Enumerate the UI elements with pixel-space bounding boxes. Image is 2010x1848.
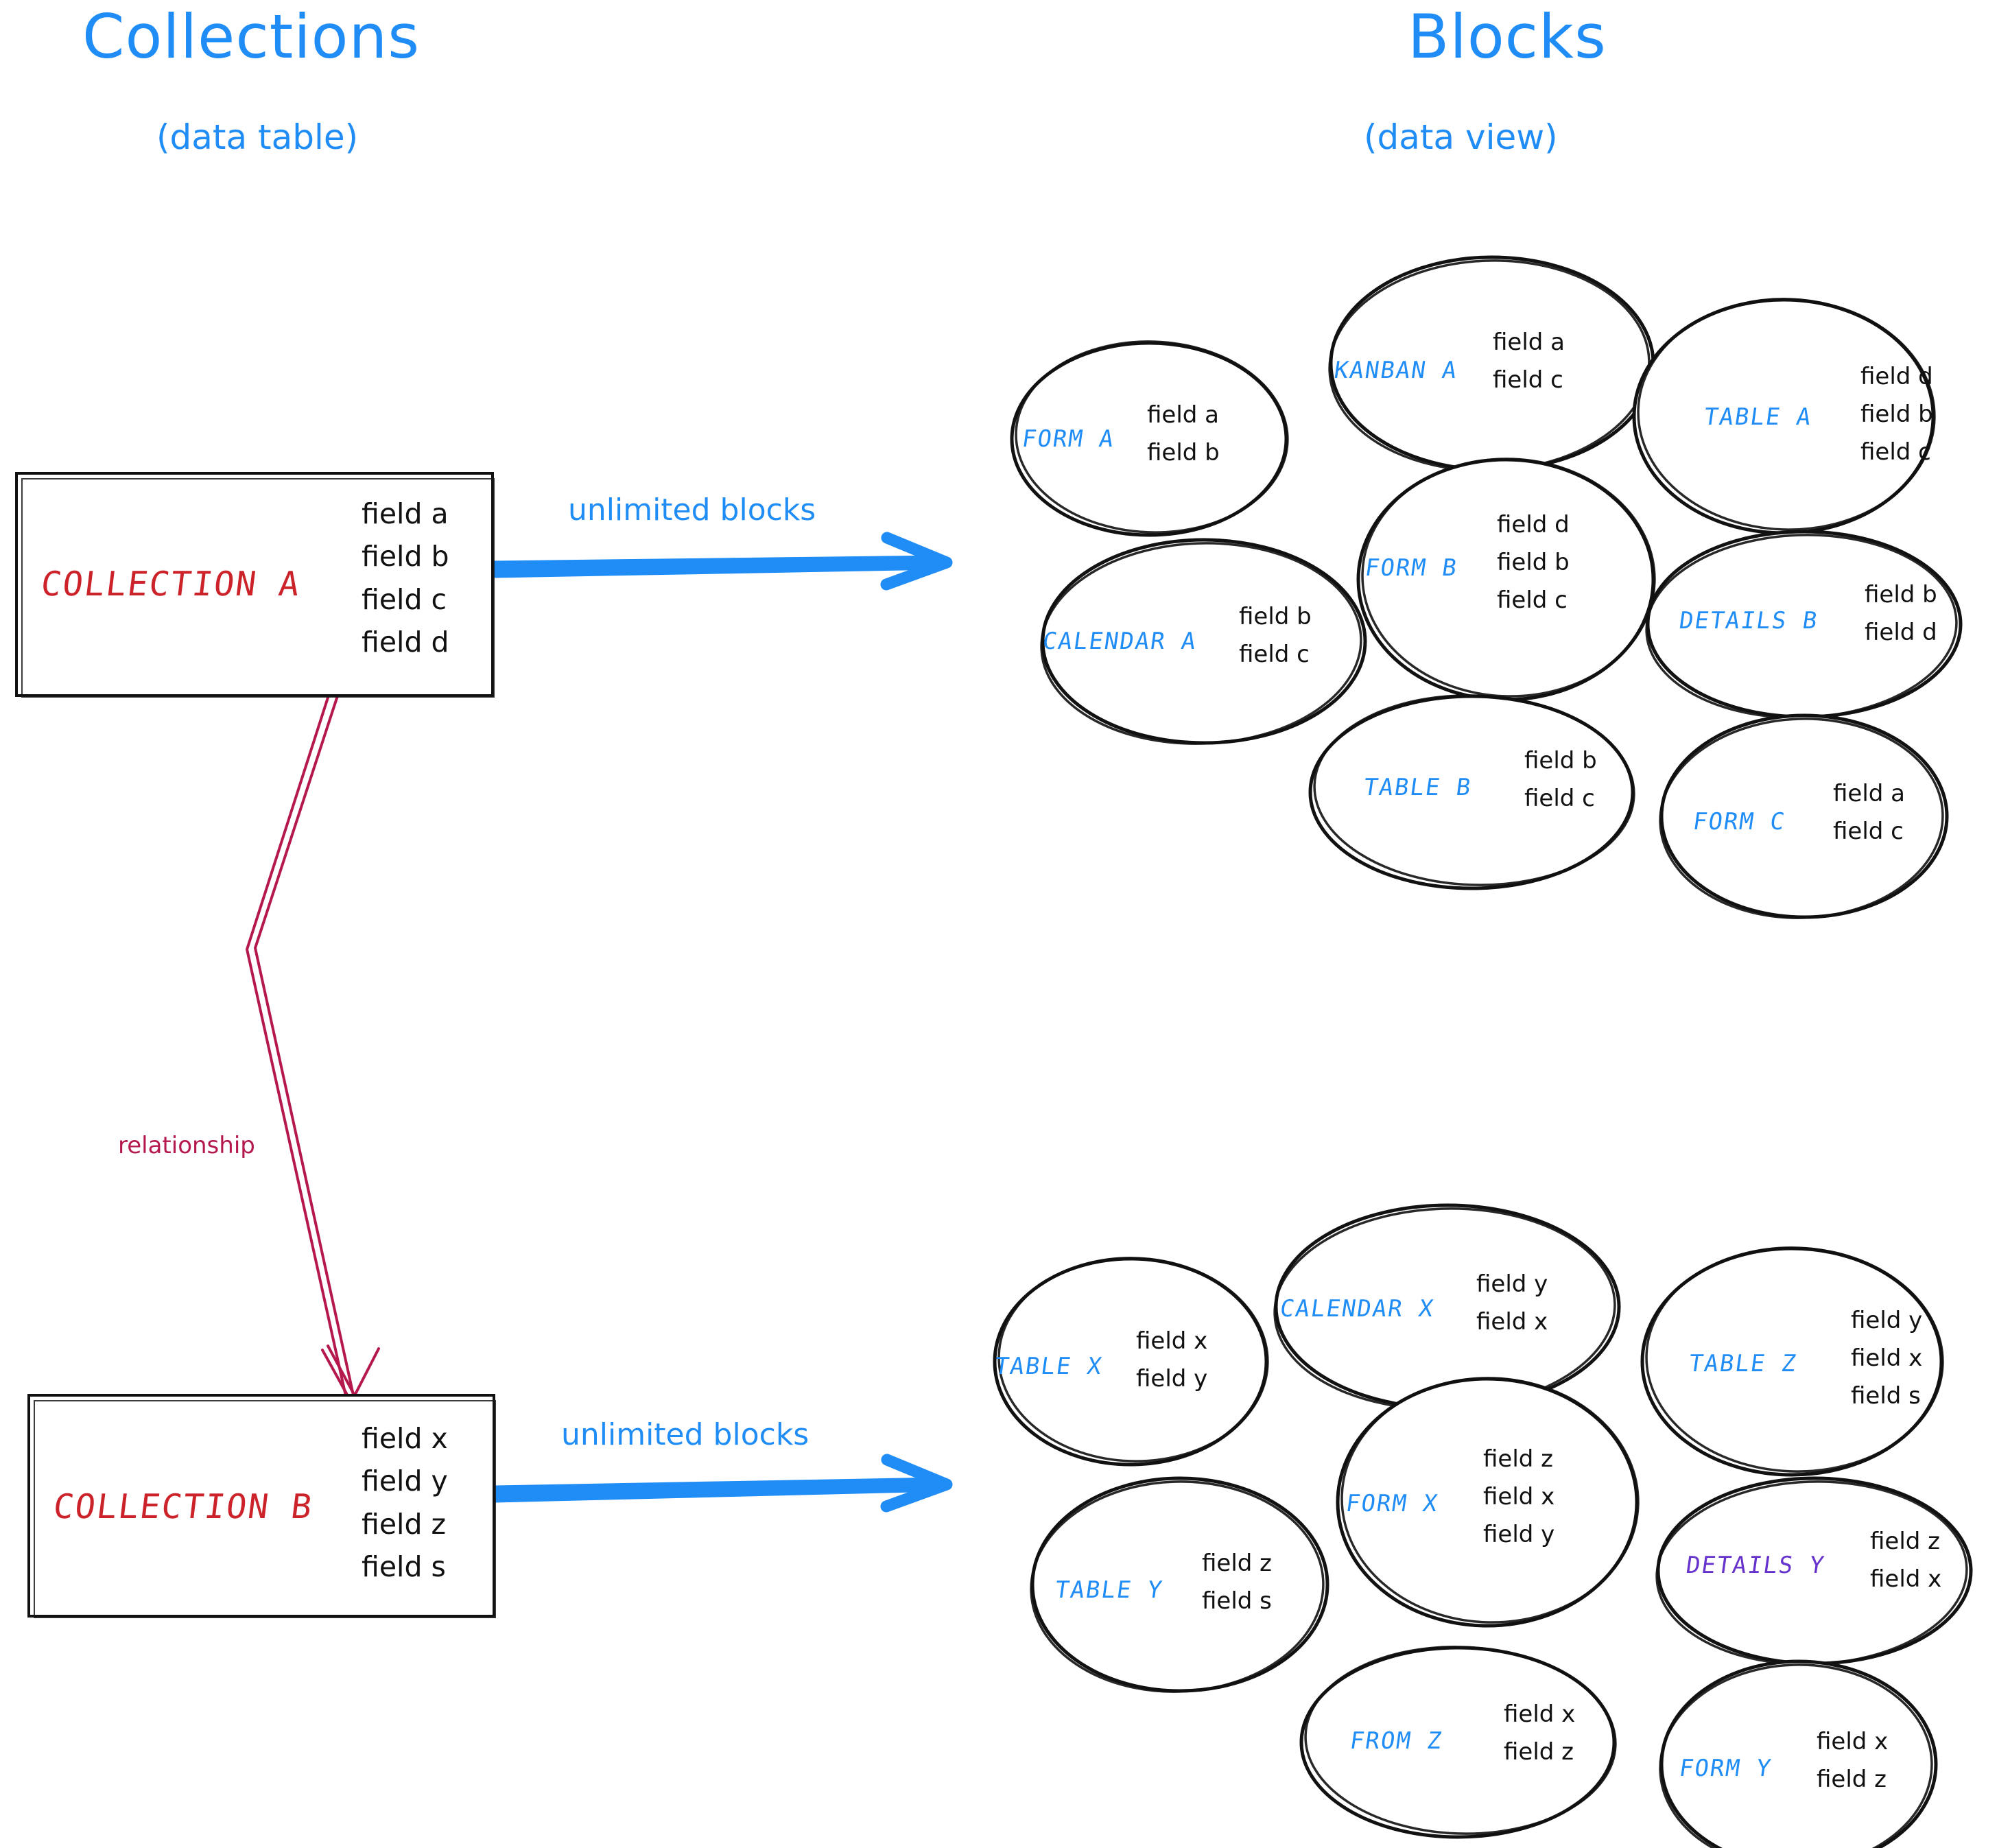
block-field: field x <box>1504 1701 1576 1728</box>
block-field: field s <box>1851 1382 1921 1410</box>
block-field: field z <box>1483 1445 1554 1473</box>
block-fields-form-x: field z field x field y <box>1483 1441 1554 1554</box>
collection-b-field: field x <box>362 1422 448 1455</box>
unlimited-blocks-label-a: unlimited blocks <box>568 493 816 528</box>
block-field: field x <box>1136 1327 1208 1355</box>
collection-a-field: field c <box>362 582 447 616</box>
block-name-calendar-a[interactable]: CALENDAR A <box>1041 628 1199 655</box>
block-name-form-a[interactable]: FORM A <box>1020 425 1117 453</box>
block-name-table-z[interactable]: TABLE Z <box>1687 1350 1799 1377</box>
collection-a-field: field b <box>362 540 449 573</box>
block-field: field z <box>1202 1550 1273 1577</box>
block-fields-calendar-x: field y field x <box>1476 1266 1548 1341</box>
block-fields-table-b: field b field c <box>1524 742 1597 818</box>
block-fields-kanban-a: field a field c <box>1493 324 1565 399</box>
block-field: field z <box>1817 1766 1887 1794</box>
block-fields-form-b: field d field b field c <box>1497 506 1570 619</box>
block-field: field s <box>1202 1587 1272 1615</box>
block-field: field z <box>1504 1738 1574 1766</box>
page-title-blocks: Blocks <box>1408 1 1607 72</box>
block-field: field x <box>1817 1728 1889 1755</box>
block-field: field x <box>1476 1308 1548 1336</box>
collection-b-fields: field x field y field z field s <box>362 1417 448 1588</box>
collection-b-name: COLLECTION B <box>51 1487 316 1526</box>
block-fields-details-b: field b field d <box>1865 576 1937 652</box>
collection-b-field: field z <box>362 1507 447 1541</box>
collection-a-field: field a <box>362 497 449 530</box>
block-fields-from-z: field x field z <box>1504 1696 1575 1771</box>
page-subtitle-blocks: (data view) <box>1364 117 1558 157</box>
block-field: field b <box>1147 439 1220 467</box>
block-field: field d <box>1497 511 1570 538</box>
block-fields-table-y: field z field s <box>1202 1545 1272 1620</box>
block-name-table-y[interactable]: TABLE Y <box>1053 1576 1166 1604</box>
relationship-connector <box>246 678 380 1403</box>
block-field: field y <box>1483 1521 1555 1549</box>
block-name-details-y[interactable]: DETAILS Y <box>1684 1552 1828 1579</box>
page-title-collections: Collections <box>82 1 421 72</box>
block-field: field c <box>1833 818 1904 846</box>
block-name-kanban-a[interactable]: KANBAN A <box>1332 357 1460 384</box>
block-field: field b <box>1860 401 1933 429</box>
block-name-form-x[interactable]: FORM X <box>1344 1490 1441 1517</box>
block-name-form-b[interactable]: FORM B <box>1363 554 1460 582</box>
block-field: field b <box>1497 549 1570 577</box>
block-fields-table-z: field y field x field s <box>1851 1302 1922 1415</box>
collection-b-field: field y <box>362 1465 448 1498</box>
block-field: field x <box>1870 1565 1942 1594</box>
block-field: field x <box>1483 1483 1555 1511</box>
block-name-details-b[interactable]: DETAILS B <box>1677 607 1821 635</box>
block-name-from-z[interactable]: FROM Z <box>1348 1727 1445 1755</box>
block-name-table-x[interactable]: TABLE X <box>993 1353 1105 1380</box>
block-fields-table-a: field d field b field c <box>1860 358 1933 471</box>
block-field: field c <box>1239 641 1310 669</box>
block-field: field d <box>1865 619 1937 647</box>
unlimited-blocks-label-b: unlimited blocks <box>561 1417 809 1452</box>
block-field: field c <box>1493 366 1563 394</box>
block-fields-form-c: field a field c <box>1833 775 1905 851</box>
block-ellipses-a <box>1010 255 1963 919</box>
block-name-table-b[interactable]: TABLE B <box>1362 774 1474 801</box>
block-name-table-a[interactable]: TABLE A <box>1702 403 1814 431</box>
block-field: field c <box>1860 438 1931 466</box>
page-subtitle-collections: (data table) <box>156 117 359 157</box>
block-name-form-c[interactable]: FORM C <box>1691 808 1788 836</box>
block-fields-table-x: field x field y <box>1136 1323 1207 1398</box>
collection-a-fields: field a field b field c field d <box>362 493 449 663</box>
collection-b-box[interactable] <box>27 1394 496 1618</box>
block-field: field y <box>1476 1270 1548 1298</box>
block-fields-form-a: field a field b <box>1147 396 1220 472</box>
block-field: field y <box>1136 1365 1208 1393</box>
block-field: field b <box>1865 581 1937 608</box>
block-field: field z <box>1870 1528 1941 1555</box>
block-field: field x <box>1851 1344 1923 1373</box>
collection-a-name: COLLECTION A <box>38 565 303 604</box>
block-fields-calendar-a: field b field c <box>1239 598 1312 674</box>
unlimited-blocks-arrow-a <box>488 532 953 591</box>
block-field: field b <box>1524 747 1597 774</box>
collection-b-field: field s <box>362 1550 446 1583</box>
block-field: field b <box>1239 603 1312 630</box>
block-field: field c <box>1524 785 1595 813</box>
block-field: field a <box>1833 780 1906 807</box>
block-field: field a <box>1147 401 1220 429</box>
collection-a-field: field d <box>362 625 449 659</box>
block-field: field c <box>1497 587 1568 615</box>
block-name-form-y[interactable]: FORM Y <box>1677 1755 1774 1782</box>
block-field: field a <box>1493 329 1565 356</box>
block-name-calendar-x[interactable]: CALENDAR X <box>1278 1295 1436 1323</box>
relationship-label: relationship <box>118 1132 255 1159</box>
block-field: field y <box>1851 1307 1923 1334</box>
unlimited-blocks-arrow-b <box>488 1454 953 1513</box>
block-fields-details-y: field z field x <box>1870 1523 1941 1598</box>
block-field: field d <box>1860 363 1933 390</box>
block-fields-form-y: field x field z <box>1817 1723 1888 1799</box>
